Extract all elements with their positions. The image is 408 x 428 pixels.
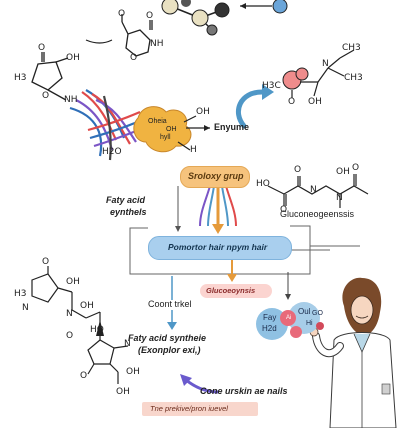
chem-label-o2: O	[146, 11, 154, 21]
acyl-group-pill	[180, 166, 250, 188]
bubble-text-5: GO	[312, 310, 323, 317]
mid-right-molecule	[267, 174, 369, 208]
chem-bl-ho: HO	[90, 325, 104, 335]
chem-bl-o: O	[42, 257, 50, 267]
chem-label-o1: O	[118, 9, 126, 19]
right-molecule	[282, 49, 355, 98]
chem-bl-n3: N	[124, 339, 131, 349]
gluconeogenesis-label: Gluconeogeenssis	[280, 209, 355, 219]
chem-label-blob-oh: OH	[196, 107, 210, 117]
chem-mid-oh: OH	[336, 167, 350, 177]
chem-right-oh: OH	[308, 97, 322, 107]
chem-label-nh: NH	[150, 39, 164, 49]
chem-bl-oh3: OH	[126, 367, 140, 377]
acyl-group-label: Sroloxy grup	[188, 171, 244, 181]
chem-label-h: H	[190, 145, 197, 155]
cone-label: Cone urskin ae nails	[200, 386, 288, 396]
enzyme-label: Enyume	[214, 122, 250, 132]
enzyme-blob	[133, 106, 192, 153]
fatty-acid-label: Faty acid	[106, 195, 146, 205]
chem-bl-n: N	[22, 303, 29, 313]
chem-mid-o1: O	[294, 165, 302, 175]
chem-mid-n2: N	[336, 193, 343, 203]
fatty-acid-synthesis-b2-label: (Exonplor exi,)	[138, 345, 201, 355]
molecule-cluster	[161, 0, 288, 36]
chem-bl-oh2: OH	[80, 301, 94, 311]
control-label: Coont trkel	[148, 299, 192, 309]
chem-right-n: N	[322, 59, 329, 69]
chem-right-h3c: H3C	[262, 81, 281, 91]
chem-label-h2o: H2O	[102, 147, 122, 157]
bottom-caption-box	[142, 402, 258, 416]
chem-mid-n: N	[310, 185, 317, 195]
bubble-text-2: H2d	[262, 324, 277, 333]
scientist-illustration	[309, 277, 397, 428]
chem-right-ch3b: CH3	[344, 73, 363, 83]
blob-text-1: Oheia	[148, 118, 167, 125]
bubble-text-6: Ai	[286, 315, 292, 321]
bubble-text-3: Oul	[298, 307, 311, 316]
fatty-acid-synthesis-b-label: Faty acid syntheie	[128, 333, 207, 343]
chem-label-left-h3: H3	[14, 73, 27, 83]
chem-bl-h3: H3	[14, 289, 27, 299]
glucose-box	[200, 284, 272, 298]
chem-label-o3: O	[130, 53, 138, 63]
chem-bl-oh4: OH	[116, 387, 130, 397]
chem-mid-ho: HO	[256, 179, 270, 189]
chem-label-left-nh: NH	[64, 95, 78, 105]
purple-arrow	[185, 378, 219, 394]
glucose-box-label: Glucoeoynsis	[206, 286, 256, 295]
blue-curved-arrow	[236, 89, 265, 129]
blob-text-2: OH	[166, 126, 177, 133]
bottom-caption: Tne prekive/pron iuevel	[150, 404, 228, 413]
chem-bl-oh: OH	[66, 277, 80, 287]
bubble-text-1: Fay	[263, 313, 277, 322]
chem-bl-n2: N	[66, 309, 73, 319]
chem-bl-o3: O	[80, 371, 88, 381]
chem-bl-o2: O	[66, 331, 74, 341]
central-pathway-label: Pomortor hair npym hair	[168, 242, 268, 252]
top-ring-structure	[121, 14, 153, 57]
pathway-frame	[129, 225, 311, 275]
blob-text-3: hyll	[160, 134, 171, 141]
chem-label-left-o2: O	[42, 91, 50, 101]
scientist-bubbles	[256, 302, 324, 340]
fan-lines	[199, 185, 237, 227]
chem-label-left-oh: OH	[66, 53, 80, 63]
chem-mid-o3: O	[352, 163, 360, 173]
chem-right-ch3: CH3	[342, 43, 361, 53]
left-ring-structure	[31, 52, 69, 101]
bottom-left-molecule	[31, 266, 129, 384]
fatty-acid-label-2: eynthels	[110, 207, 147, 217]
chem-mid-o2: O	[280, 205, 288, 215]
chem-right-o: O	[288, 97, 296, 107]
chem-label-left-o: O	[38, 43, 46, 53]
central-pathway-pill	[148, 236, 292, 260]
bubble-text-4: Hi	[306, 320, 313, 327]
